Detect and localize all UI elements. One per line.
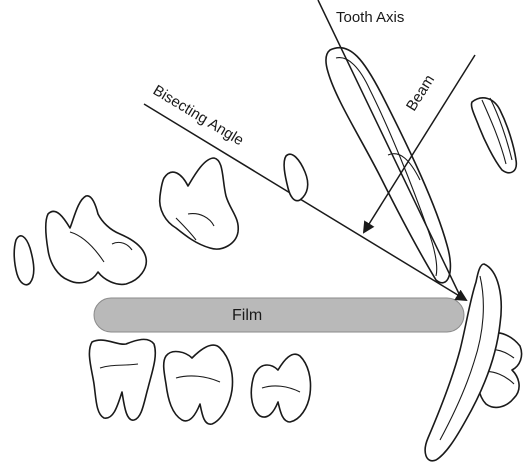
film-strip <box>94 298 464 332</box>
film-label: Film <box>232 307 262 324</box>
tooth-axis-label: Tooth Axis <box>336 9 404 26</box>
beam-label: Beam <box>403 72 438 114</box>
tooth-axis-line <box>318 0 462 300</box>
tooth-upper-left-1 <box>14 236 34 285</box>
bisecting-angle-label: Bisecting Angle <box>150 82 247 149</box>
tooth-lower-2 <box>164 345 233 424</box>
tooth-small-upper <box>284 154 308 201</box>
tooth-curved-right <box>425 264 501 461</box>
tooth-lower-1 <box>89 339 155 420</box>
tooth-lower-3 <box>251 354 310 422</box>
tooth-upper-left-3 <box>160 158 239 249</box>
tooth-right-bundle-upper <box>471 98 516 173</box>
tooth-upper-left-2 <box>46 196 147 285</box>
